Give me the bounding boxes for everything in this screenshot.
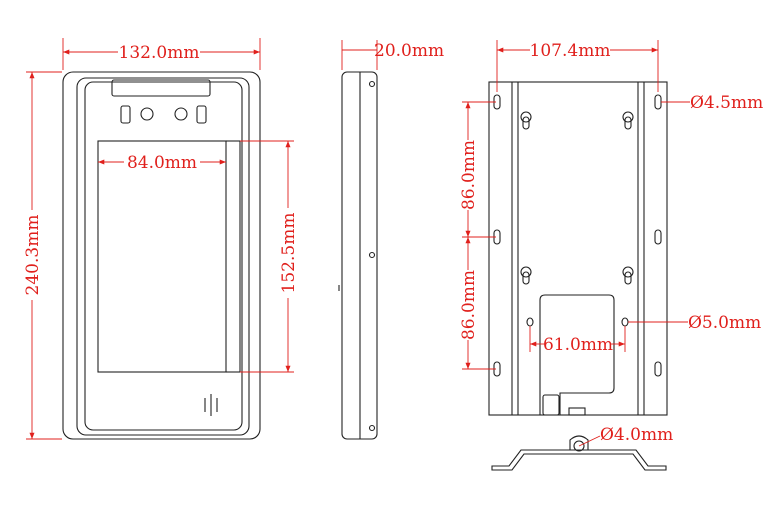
side-screw (368, 251, 376, 259)
sensor-icon (120, 105, 131, 124)
front-dimensions (26, 38, 294, 440)
mounting-plate (488, 81, 668, 416)
top-hole-label: Ø4.5mm (690, 93, 763, 113)
screen-height-label: 152.5mm (279, 213, 299, 294)
side-view (338, 71, 378, 440)
keyhole-slot-icon (520, 266, 532, 285)
mount-hole (621, 317, 629, 327)
display-screen (97, 140, 227, 373)
bracket-screw-tab (569, 435, 589, 450)
keyhole-slot-icon (622, 266, 634, 285)
bottom-hole-label: Ø4.0mm (600, 425, 673, 445)
upper-spacing-label: 86.0mm (459, 140, 479, 210)
base-bracket (491, 449, 667, 471)
speaker-grille-icon (204, 394, 218, 416)
connector-block (542, 394, 560, 416)
side-dimensions (341, 40, 378, 70)
device-bezel (76, 77, 250, 436)
device-face (84, 81, 243, 431)
side-screw (368, 80, 376, 88)
cable-cutout (539, 294, 615, 415)
mount-slot (654, 229, 662, 245)
mount-slot (654, 94, 662, 110)
side-depth-label: 20.0mm (374, 41, 444, 61)
camera-lens-icon (174, 107, 188, 121)
back-dimensions (462, 40, 690, 447)
connector-tab (568, 407, 586, 416)
keyhole-slot-icon (520, 111, 532, 130)
front-height-label: 240.3mm (23, 215, 43, 296)
bracket-screw-hole (573, 440, 585, 452)
middle-hole-label: Ø5.0mm (688, 313, 761, 333)
keyhole-slot-icon (622, 111, 634, 130)
camera-lens-icon (140, 107, 154, 121)
mount-hole (526, 317, 534, 327)
device-outer-frame (62, 71, 261, 440)
front-view (62, 71, 261, 440)
side-screw (368, 424, 376, 432)
back-width-label: 107.4mm (530, 41, 611, 61)
sensor-icon (196, 105, 207, 124)
front-width-label: 132.0mm (119, 43, 200, 63)
back-view (488, 81, 668, 471)
camera-notch (111, 79, 211, 97)
lower-spacing-label: 86.0mm (459, 270, 479, 340)
screen-width-label: 84.0mm (127, 153, 197, 173)
hole-spacing-label: 61.0mm (543, 335, 613, 355)
mount-slot (654, 361, 662, 377)
